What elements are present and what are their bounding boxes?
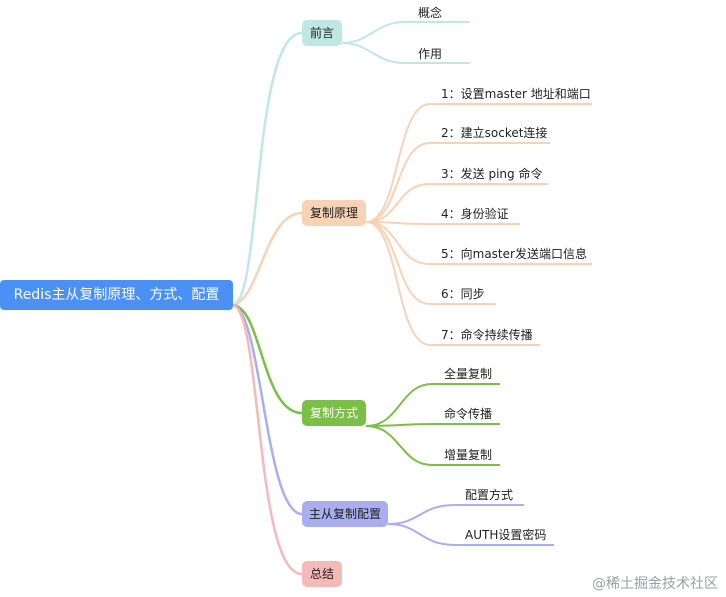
- leaf-minglingchuanbo[interactable]: 命令传播: [444, 407, 493, 421]
- connector-yuanli-4: [365, 221, 520, 225]
- leaf-yuanli-3[interactable]: 3：发送 ping 命令: [441, 167, 543, 181]
- connector-fangshi-mingling: [365, 423, 500, 427]
- branch-fuzhifangshi[interactable]: 复制方式: [302, 400, 366, 426]
- leaf-yuanli-6[interactable]: 6：同步: [441, 287, 485, 301]
- branch-zongjie[interactable]: 总结: [302, 561, 342, 587]
- connector-root-peizhi: [232, 303, 303, 516]
- connector-peizhi-auth: [387, 523, 554, 546]
- connector-yuanli-3: [365, 183, 548, 223]
- leaf-yuanli-2[interactable]: 2：建立socket连接: [441, 126, 548, 140]
- connector-yuanli-6: [365, 221, 496, 305]
- connector-qianyan-gainian: [341, 21, 470, 44]
- watermark: @稀土掘金技术社区: [592, 576, 718, 592]
- connector-qianyan-zuoyong: [341, 42, 470, 64]
- branch-qianyan[interactable]: 前言: [302, 20, 342, 46]
- leaf-quanliangfuzhi[interactable]: 全量复制: [444, 367, 493, 381]
- connector-yuanli-1: [365, 103, 592, 223]
- connector-yuanli-2: [365, 142, 550, 223]
- connector-root-fuzhifangshi: [232, 303, 303, 415]
- leaf-yuanli-1[interactable]: 1：设置master 地址和端口: [441, 87, 591, 101]
- leaf-yuanli-4[interactable]: 4：身份验证: [441, 207, 509, 221]
- leaf-authshezhimima[interactable]: AUTH设置密码: [465, 528, 547, 542]
- leaf-yuanli-7[interactable]: 7：命令持续传播: [441, 328, 533, 342]
- leaf-yuanli-5[interactable]: 5：向master发送端口信息: [441, 247, 587, 261]
- connector-root-fuzhiyuanli: [232, 211, 303, 307]
- leaf-zuoyong[interactable]: 作用: [418, 47, 443, 61]
- connector-root-zongjie: [232, 303, 303, 576]
- connector-peizhi-fangshi: [387, 504, 524, 525]
- connector-fangshi-zengliang: [365, 425, 500, 466]
- leaf-gainian[interactable]: 概念: [418, 6, 443, 20]
- leaf-zengliangfuzhi[interactable]: 增量复制: [444, 448, 493, 462]
- connector-fangshi-quanliang: [365, 383, 500, 427]
- branch-fuzhiyuanli[interactable]: 复制原理: [302, 200, 366, 226]
- leaf-peizhifangshi[interactable]: 配置方式: [465, 488, 514, 502]
- branch-zhucongfuzhipeizhi[interactable]: 主从复制配置: [302, 501, 388, 527]
- connector-root-qianyan: [232, 31, 303, 307]
- root-node[interactable]: Redis主从复制原理、方式、配置: [0, 280, 233, 310]
- connector-yuanli-5: [365, 221, 592, 265]
- connector-yuanli-7: [365, 221, 540, 346]
